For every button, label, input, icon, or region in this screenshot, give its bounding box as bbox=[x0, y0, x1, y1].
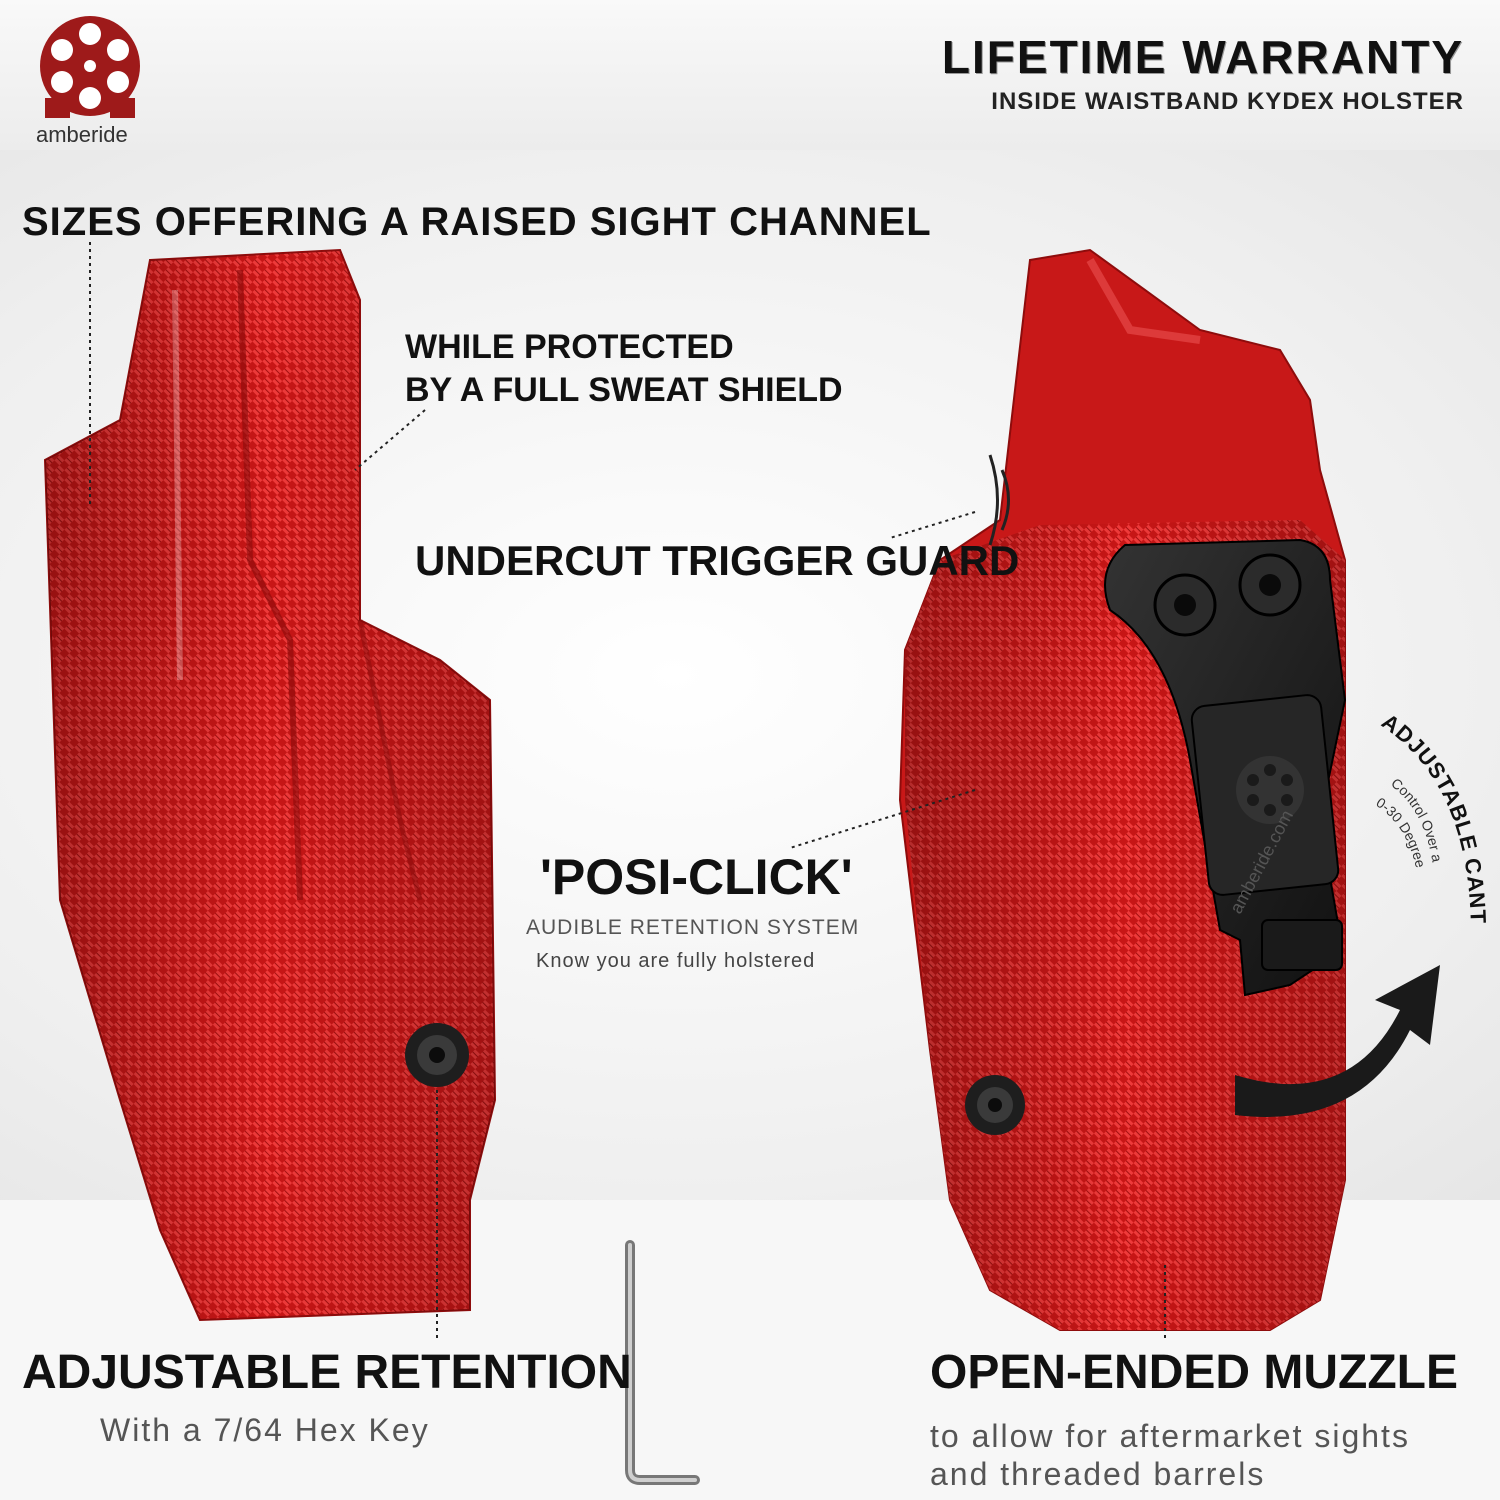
page-title: LIFETIME WARRANTY bbox=[941, 31, 1464, 83]
feature-muzzle-sub2: and threaded barrels bbox=[930, 1456, 1266, 1492]
feature-sweat-shield-line2: BY A FULL SWEAT SHIELD bbox=[405, 371, 843, 409]
page-subtitle: INSIDE WAISTBAND KYDEX HOLSTER bbox=[991, 88, 1464, 115]
feature-open-ended-muzzle: OPEN-ENDED MUZZLE bbox=[930, 1346, 1458, 1399]
header-band bbox=[0, 0, 1500, 150]
feature-sight-channel: SIZES OFFERING A RAISED SIGHT CHANNEL bbox=[22, 200, 932, 244]
screw-icon bbox=[965, 1075, 1025, 1135]
feature-retention-sub: With a 7/64 Hex Key bbox=[100, 1412, 430, 1448]
leader-lines bbox=[89, 242, 1166, 1340]
screw-icon bbox=[405, 1023, 469, 1087]
feature-sweat-shield-line1: WHILE PROTECTED bbox=[405, 328, 734, 366]
hex-key-icon bbox=[625, 1240, 700, 1485]
feature-adjustable-cant: ADJUSTABLE CANT Control Over a 0-30 Degr… bbox=[1373, 710, 1489, 925]
click-sound-icon bbox=[988, 454, 1010, 546]
belt-clip-icon bbox=[1104, 538, 1347, 997]
feature-trigger-guard: UNDERCUT TRIGGER GUARD bbox=[415, 537, 1020, 584]
feature-posi-click-sub2: Know you are fully holstered bbox=[536, 950, 816, 972]
feature-muzzle-sub1: to allow for aftermarket sights bbox=[930, 1418, 1410, 1454]
feature-posi-click: 'POSI-CLICK' bbox=[540, 849, 853, 905]
brand-name: amberide bbox=[36, 122, 128, 147]
feature-posi-click-sub1: AUDIBLE RETENTION SYSTEM bbox=[526, 916, 860, 939]
left-holster bbox=[43, 248, 497, 1322]
brand-logo-icon bbox=[40, 16, 140, 118]
feature-adjustable-retention: ADJUSTABLE RETENTION bbox=[22, 1346, 632, 1399]
curved-arrow-icon bbox=[1235, 965, 1440, 1117]
